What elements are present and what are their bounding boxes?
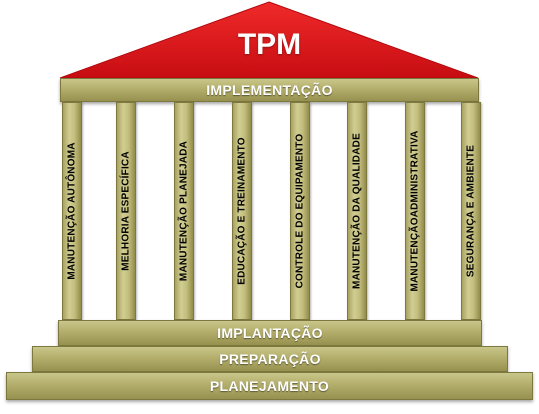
pillar-label: MANUTENÇÃO AUTÔNOMA <box>66 142 78 280</box>
pillar-label: MANUTENÇÃO PLANEJADA <box>178 140 190 282</box>
step-label: IMPLANTAÇÃO <box>217 325 323 341</box>
pillar-educacao-treinamento: EDUCAÇÃO E TREINAMENTO <box>232 102 252 320</box>
pillar-label: SEGURANÇA E AMBIENTE <box>465 144 477 278</box>
step-label: PREPARAÇÃO <box>219 351 321 367</box>
pillar-label: MELHORIA ESPECÍFICA <box>120 151 132 271</box>
pillar-label: EDUCAÇÃO E TREINAMENTO <box>236 137 248 285</box>
step-label: PLANEJAMENTO <box>209 378 330 394</box>
pillar-manutencao-administrativa: MANUTENÇÃOADMINISTRATIVA <box>405 102 425 320</box>
pillar-label: CONTROLE DO EQUIPAMENTO <box>294 133 306 289</box>
pillar-seguranca-ambiente: SEGURANÇA E AMBIENTE <box>461 102 481 320</box>
pillar-controle-equipamento: CONTROLE DO EQUIPAMENTO <box>290 102 310 320</box>
step-preparacao: PREPARAÇÃO <box>32 346 508 372</box>
beam-label: IMPLEMENTAÇÃO <box>206 82 333 98</box>
pillar-label: MANUTENÇÃOADMINISTRATIVA <box>409 130 421 292</box>
pillar-manutencao-autonoma: MANUTENÇÃO AUTÔNOMA <box>62 102 82 320</box>
pillar-manutencao-qualidade: MANUTENÇÃO DA QUALIDADE <box>347 102 367 320</box>
beam-implementacao: IMPLEMENTAÇÃO <box>60 78 479 102</box>
step-implantacao: IMPLANTAÇÃO <box>58 320 482 346</box>
pillar-manutencao-planejada: MANUTENÇÃO PLANEJADA <box>174 102 194 320</box>
pillar-label: MANUTENÇÃO DA QUALIDADE <box>351 133 363 289</box>
roof-title: TPM <box>237 28 302 61</box>
step-planejamento: PLANEJAMENTO <box>6 372 533 400</box>
pillar-melhoria-especifica: MELHORIA ESPECÍFICA <box>116 102 136 320</box>
